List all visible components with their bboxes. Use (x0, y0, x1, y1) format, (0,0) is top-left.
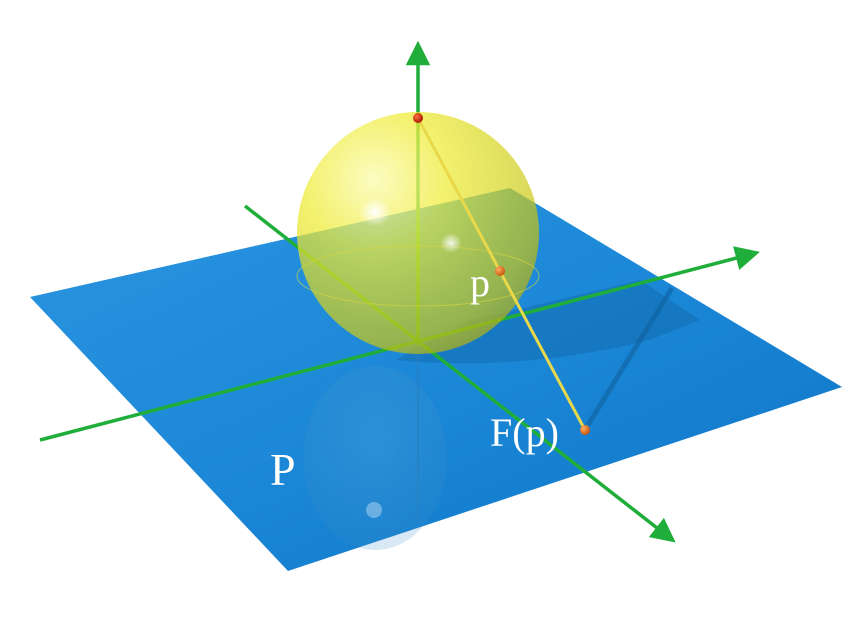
label-plane-p: P (270, 444, 296, 495)
label-point-p: p (470, 260, 490, 305)
sphere (297, 112, 539, 354)
sphere-equator (296, 245, 540, 307)
north-pole-point (413, 113, 423, 123)
sphere-highlight-2 (440, 233, 462, 253)
plane-shadow (395, 280, 700, 364)
point-f-of-p (580, 425, 590, 435)
reflection-highlight (366, 502, 382, 518)
sphere-highlight-1 (359, 198, 391, 226)
point-p (495, 266, 505, 276)
projection-shadow (585, 286, 675, 427)
sphere-reflection (303, 366, 447, 550)
label-f-of-p: F(p) (490, 410, 559, 455)
